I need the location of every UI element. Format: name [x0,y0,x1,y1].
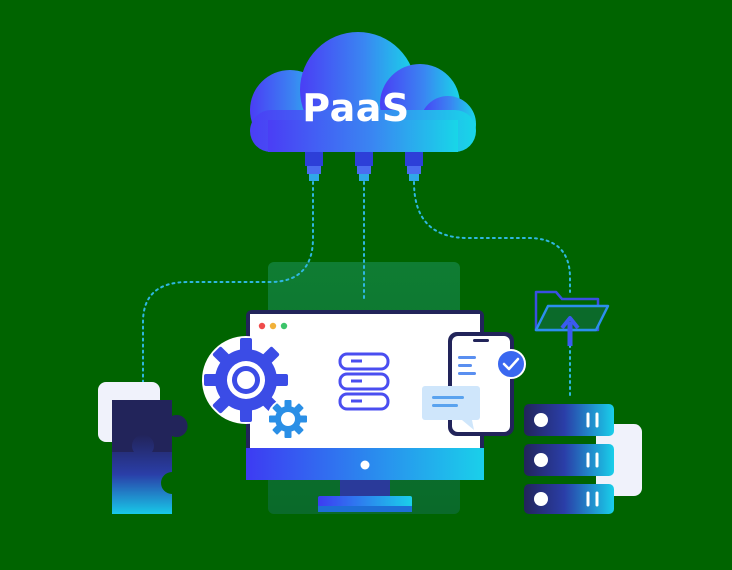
chat-bubble-icon [422,386,480,430]
cloud-icon [250,32,476,152]
folder-upload-icon [534,290,610,346]
plug-connector-icon [305,152,423,181]
server-rack-icon [524,404,642,514]
gear-icon [202,336,309,440]
cloud-label: PaaS [302,86,410,130]
smartphone-icon [448,332,514,436]
checkmark-badge-icon [496,349,526,379]
dotted-connectors [142,181,571,399]
puzzle-piece-icon [98,382,188,514]
database-icon [338,352,390,411]
